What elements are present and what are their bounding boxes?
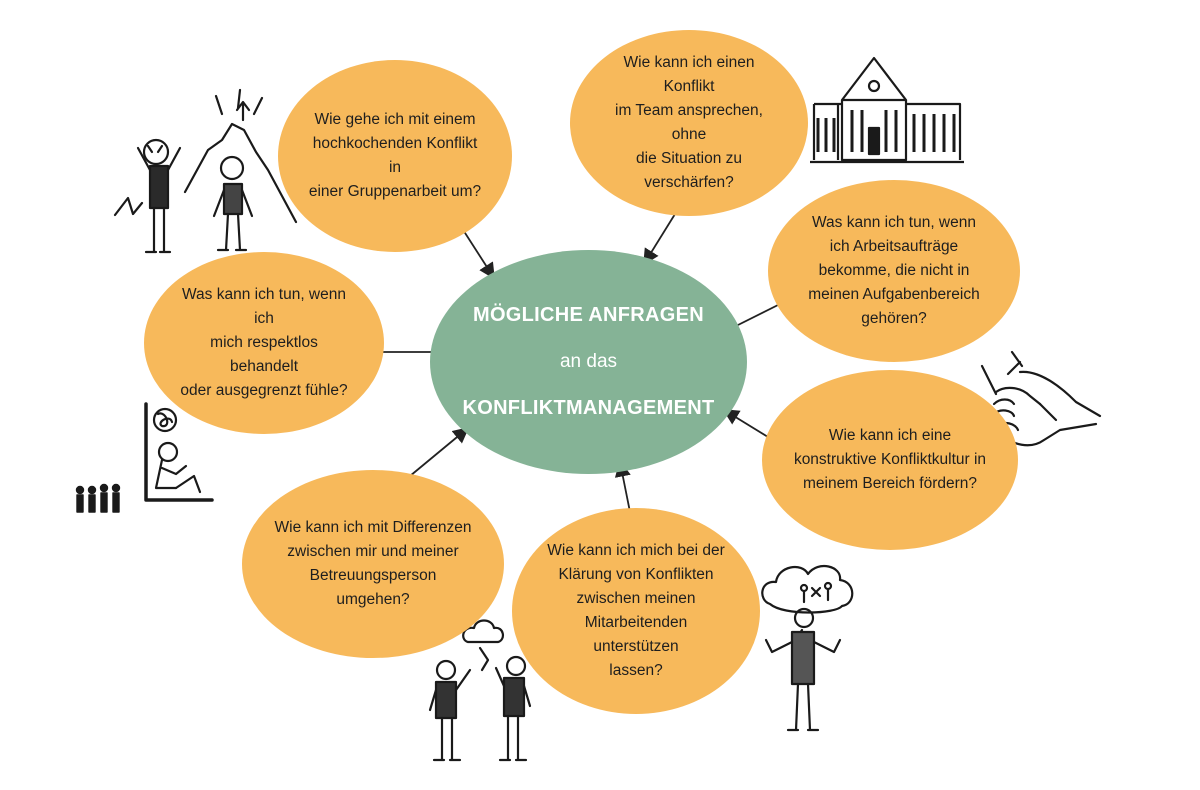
confused-person-icon xyxy=(761,564,854,732)
question-text: Was kann ich tun, wenn ich Arbeitsaufträ… xyxy=(808,214,980,327)
question-text: Wie kann ich eine konstruktive Konfliktk… xyxy=(793,427,987,492)
question-disrespect: Was kann ich tun, wenn ich mich respektl… xyxy=(144,252,384,434)
question-text: Wie kann ich einen Konflikt im Team ansp… xyxy=(615,54,763,191)
isolated-person-icon xyxy=(75,402,214,513)
volcano-conflict-icon xyxy=(113,88,298,254)
center-title-line3: KONFLIKTMANAGEMENT xyxy=(462,397,715,419)
question-text: Wie kann ich mit Differenzen zwischen mi… xyxy=(274,519,472,608)
question-text: Wie kann ich mich bei der Klärung von Ko… xyxy=(547,542,725,679)
question-conflict-culture: Wie kann ich eine konstruktive Konfliktk… xyxy=(762,370,1018,550)
center-topic: MÖGLICHE ANFRAGEN an das KONFLIKTMANAGEM… xyxy=(430,250,747,474)
building-icon xyxy=(810,56,964,164)
center-title-line2: an das xyxy=(559,351,618,372)
arrow-q6 xyxy=(409,426,470,477)
arguing-people-icon xyxy=(428,619,532,762)
center-title-line1: MÖGLICHE ANFRAGEN xyxy=(472,304,705,326)
question-supervisor-differences: Wie kann ich mit Differenzen zwischen mi… xyxy=(242,470,504,658)
question-team-conflict: Wie kann ich einen Konflikt im Team ansp… xyxy=(570,30,808,216)
question-text: Wie gehe ich mit einem hochkochenden Kon… xyxy=(308,111,482,200)
arrow-q2 xyxy=(643,205,681,266)
question-employee-conflicts: Wie kann ich mich bei der Klärung von Ko… xyxy=(512,508,760,714)
question-text: Was kann ich tun, wenn ich mich respektl… xyxy=(180,286,348,399)
question-group-conflict: Wie gehe ich mit einem hochkochenden Kon… xyxy=(278,60,512,252)
question-work-assignments: Was kann ich tun, wenn ich Arbeitsaufträ… xyxy=(768,180,1020,362)
